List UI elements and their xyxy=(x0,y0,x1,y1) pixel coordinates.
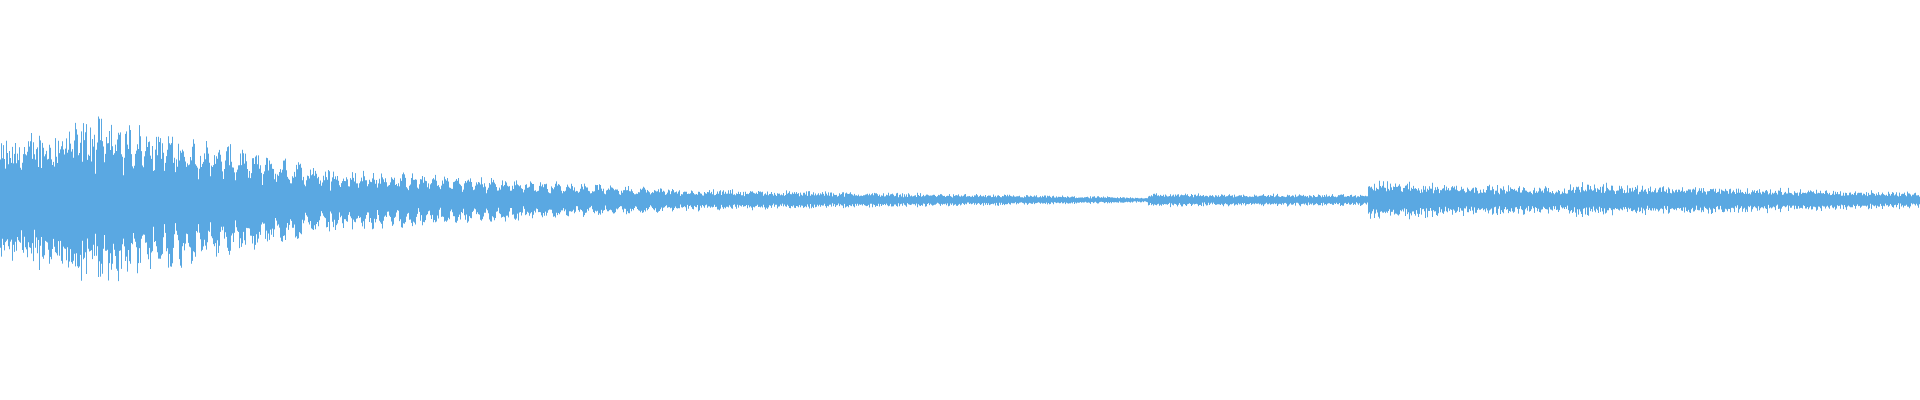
waveform-trace xyxy=(0,116,1920,282)
waveform-path xyxy=(0,116,1920,282)
